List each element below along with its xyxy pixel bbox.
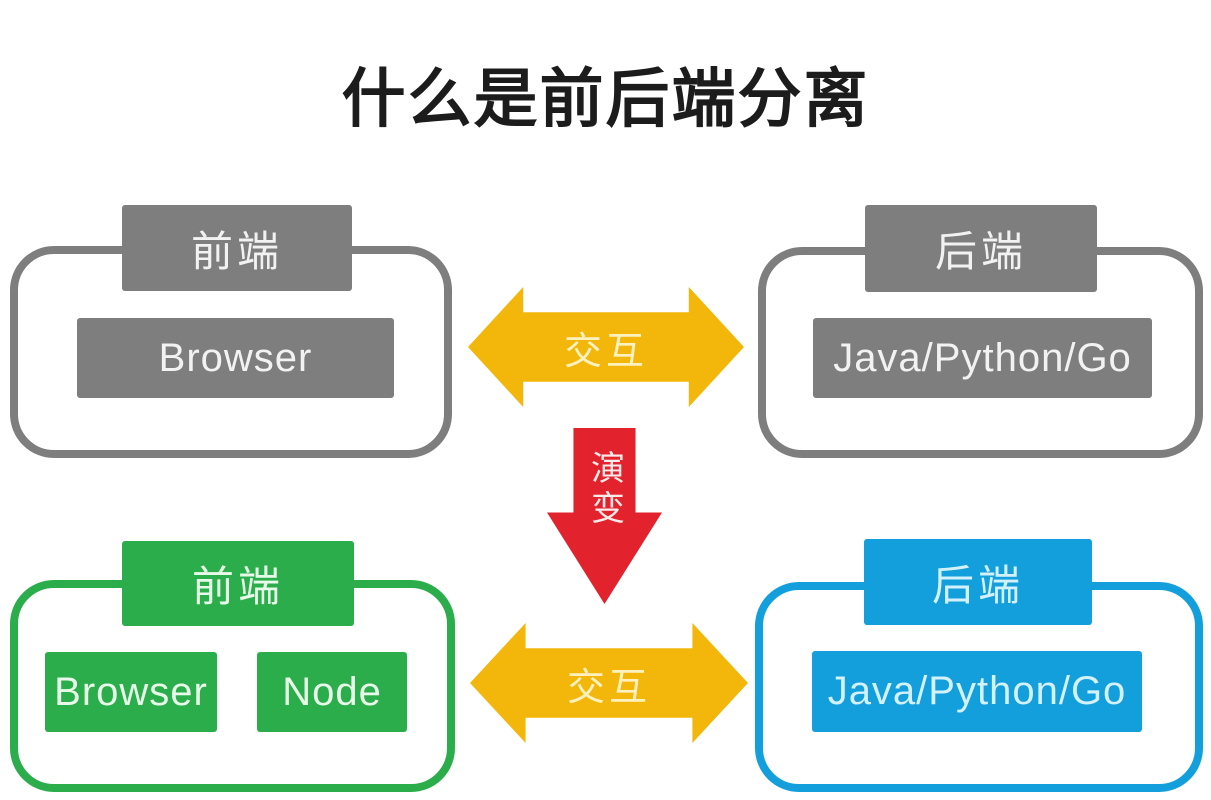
frontend-after-item-node: Node: [257, 652, 407, 732]
evolution-arrow-label: 演变: [585, 450, 624, 530]
page-title: 什么是前后端分离: [341, 63, 870, 135]
backend-before-tab: 后端: [865, 205, 1097, 292]
interaction-arrow-before: 交互: [468, 287, 744, 407]
evolution-arrow: 演变: [547, 428, 662, 604]
backend-before-item-languages: Java/Python/Go: [813, 318, 1152, 398]
frontend-after-item-browser: Browser: [45, 652, 217, 732]
frontend-before-item-browser: Browser: [77, 318, 394, 398]
interaction-arrow-after: 交互: [470, 623, 748, 743]
frontend-after-tab: 前端: [122, 541, 354, 626]
interaction-arrow-after-label: 交互: [566, 666, 651, 709]
frontend-before-tab: 前端: [122, 205, 352, 291]
backend-after-tab: 后端: [864, 539, 1092, 625]
interaction-arrow-before-label: 交互: [563, 330, 648, 373]
backend-after-item-languages: Java/Python/Go: [812, 651, 1142, 732]
